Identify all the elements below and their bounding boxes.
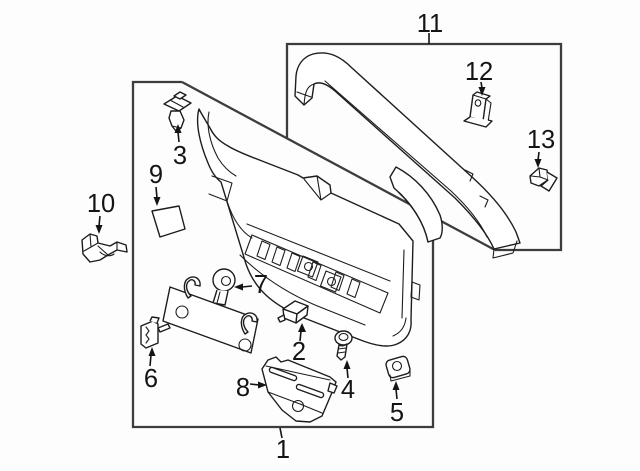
callout-arrow-5: [395, 388, 398, 400]
part-striker-plate: [162, 276, 259, 354]
group-box-shared-diagonal: [181, 80, 496, 252]
part-liftgate-trim-panel: [196, 108, 443, 347]
part-screw-4: [334, 330, 353, 361]
callout-label-12: 12: [465, 58, 493, 86]
callout-leaders: [95, 33, 542, 439]
callout-arrow-4: [346, 367, 349, 379]
part-clip-2: [277, 300, 309, 324]
part-garnish-clip-13: [529, 167, 558, 192]
part-upper-garnish-molding: [294, 52, 521, 259]
callout-label-4: 4: [341, 376, 355, 404]
group-box-1: [131, 80, 435, 429]
part-garnish-bracket-12: [463, 91, 493, 128]
callout-label-11: 11: [417, 10, 443, 38]
callout-arrow-6: [149, 354, 152, 367]
part-pad-9: [151, 205, 186, 238]
part-bracket-10: [81, 233, 128, 263]
callout-arrow-10: [98, 215, 101, 227]
callout-arrow-8: [249, 383, 260, 386]
callout-label-3: 3: [173, 142, 187, 170]
callout-label-9: 9: [149, 161, 163, 189]
callout-label-1: 1: [276, 436, 290, 464]
callout-label-6: 6: [144, 365, 158, 393]
callout-arrow-13: [537, 151, 540, 161]
callout-label-5: 5: [390, 399, 404, 427]
callout-label-2: 2: [292, 338, 306, 366]
callout-label-8: 8: [236, 374, 250, 402]
callout-label-7: 7: [254, 271, 268, 299]
part-bracket-8: [261, 356, 338, 423]
part-grommet-5: [385, 355, 411, 382]
callout-arrow-9: [155, 186, 158, 199]
callout-arrow-3: [177, 131, 180, 143]
callout-labels: 1 2 3 4 5 6 7 8 9 10 11 12 13: [87, 10, 555, 464]
callout-label-10: 10: [87, 190, 115, 218]
callout-arrow-7: [241, 285, 253, 288]
callout-label-13: 13: [527, 126, 555, 154]
group-box-11: [285, 42, 563, 252]
part-clip-6: [140, 316, 171, 349]
part-push-fastener-7: [212, 268, 236, 306]
callout-arrow-2: [299, 330, 302, 342]
part-clip-3: [163, 91, 192, 132]
callout-tick-1: [279, 427, 283, 439]
